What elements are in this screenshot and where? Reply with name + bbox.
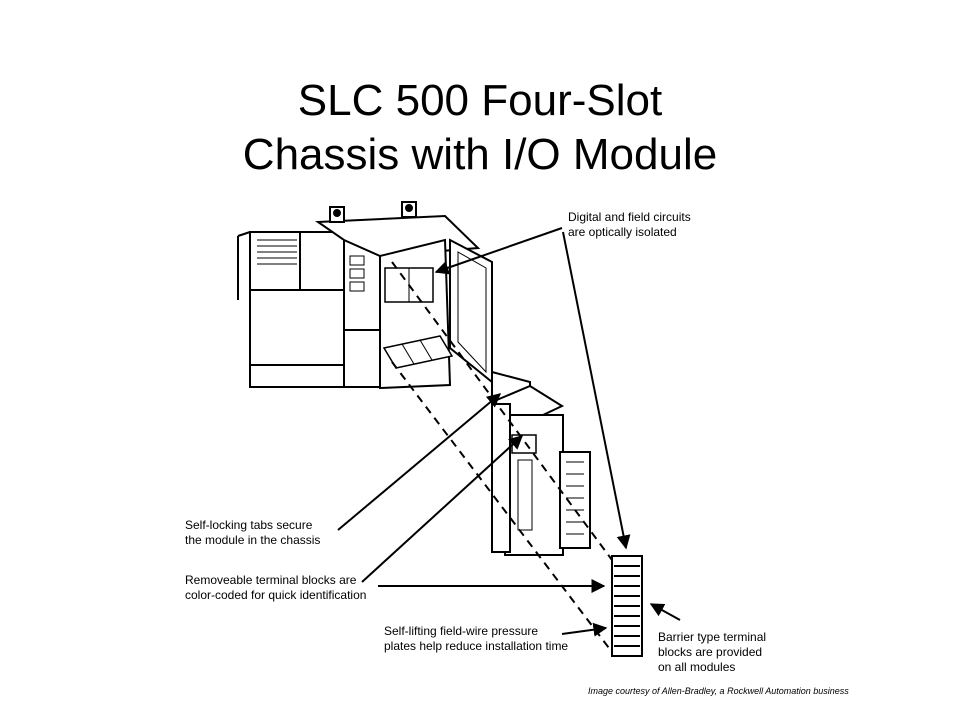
io-module: [489, 370, 591, 556]
title-line-1: SLC 500 Four-Slot: [297, 76, 663, 125]
slide-title: SLC 500 Four-Slot Chassis with I/O Modul…: [0, 74, 960, 182]
callout-terminal-line-2: color-coded for quick identification: [185, 588, 366, 602]
callout-optical-line-2: are optically isolated: [568, 225, 677, 239]
image-credit: Image courtesy of Allen-Bradley, a Rockw…: [588, 686, 849, 696]
callout-leaders: [337, 227, 681, 637]
module-terminal-block: [559, 451, 591, 549]
callout-terminal-line-1: Removeable terminal blocks are: [185, 573, 357, 587]
callout-barrier-line-1: Barrier type terminal: [658, 630, 766, 644]
insertion-guides: [391, 261, 613, 653]
callout-labels: Digital and field circuits are optically…: [185, 210, 766, 674]
callout-plates-line-2: plates help reduce installation time: [384, 639, 568, 653]
chassis-cover: [449, 238, 493, 385]
terminal-block-strip: [611, 555, 643, 657]
cpu-column: [343, 239, 381, 388]
callout-barrier-line-3: on all modules: [658, 660, 735, 674]
callout-tabs-line-2: the module in the chassis: [185, 533, 320, 547]
callout-plates-line-1: Self-lifting field-wire pressure: [384, 624, 538, 638]
callout-optical-line-1: Digital and field circuits: [568, 210, 691, 224]
title-line-2: Chassis with I/O Module: [242, 130, 718, 179]
chassis-slots: [379, 238, 454, 390]
power-supply: [237, 231, 345, 388]
callout-tabs-line-1: Self-locking tabs secure: [185, 518, 313, 532]
chassis: [237, 201, 493, 390]
callout-barrier-line-2: blocks are provided: [658, 645, 762, 659]
